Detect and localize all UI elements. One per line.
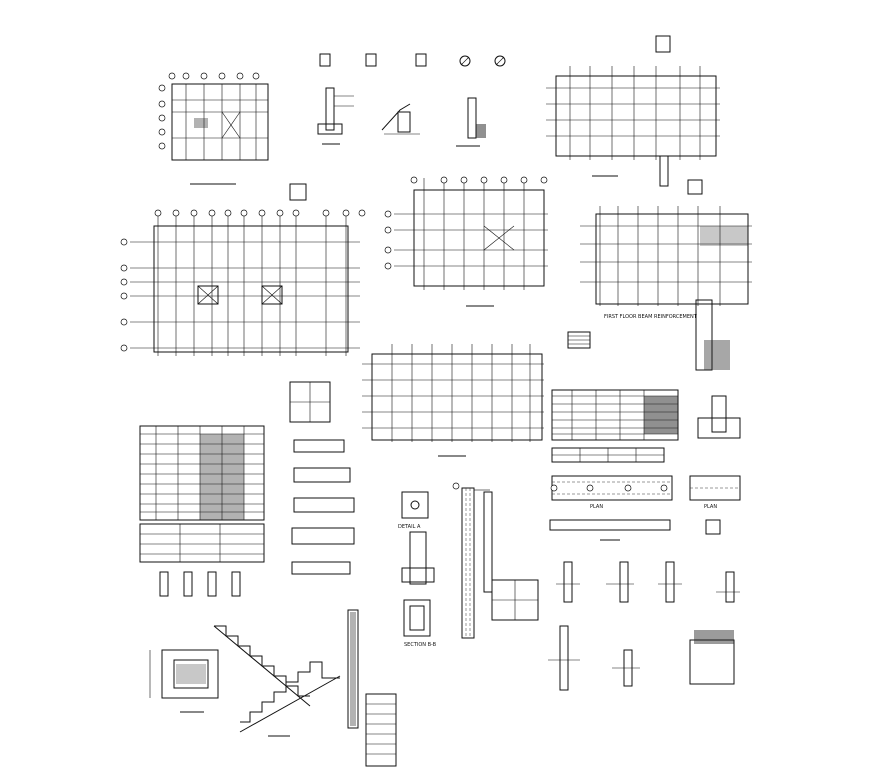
column-elevation-tall bbox=[452, 482, 539, 639]
detail-label: DETAIL A bbox=[398, 524, 421, 530]
plan-center-lower bbox=[362, 344, 544, 457]
plan-label-1: PLAN bbox=[590, 504, 603, 510]
stair-section bbox=[213, 609, 359, 737]
schedule-table-right bbox=[551, 389, 679, 463]
plan-label-2: PLAN bbox=[704, 504, 717, 510]
plan-right-middle: FIRST FLOOR BEAM REINFORCEMENT bbox=[567, 206, 752, 371]
plan-top-left bbox=[158, 72, 269, 185]
plan-center-upper bbox=[384, 176, 548, 307]
column-details-right bbox=[548, 561, 740, 691]
beam-elevation-right: PLAN PLAN bbox=[549, 395, 741, 541]
plan-large-left bbox=[120, 183, 366, 356]
plan-top-right bbox=[546, 35, 720, 195]
footing-details-top bbox=[317, 53, 506, 147]
notes-table-bottom bbox=[365, 693, 397, 767]
section-label: SECTION B-B bbox=[404, 642, 437, 648]
beam-sections-center bbox=[289, 381, 355, 575]
slab-detail-bottom-left bbox=[149, 649, 219, 713]
beam-reinforcement-note: FIRST FLOOR BEAM REINFORCEMENT bbox=[604, 314, 698, 320]
column-schedule-table bbox=[139, 425, 265, 597]
column-details-center: DETAIL A SECTION B-B bbox=[398, 491, 437, 648]
